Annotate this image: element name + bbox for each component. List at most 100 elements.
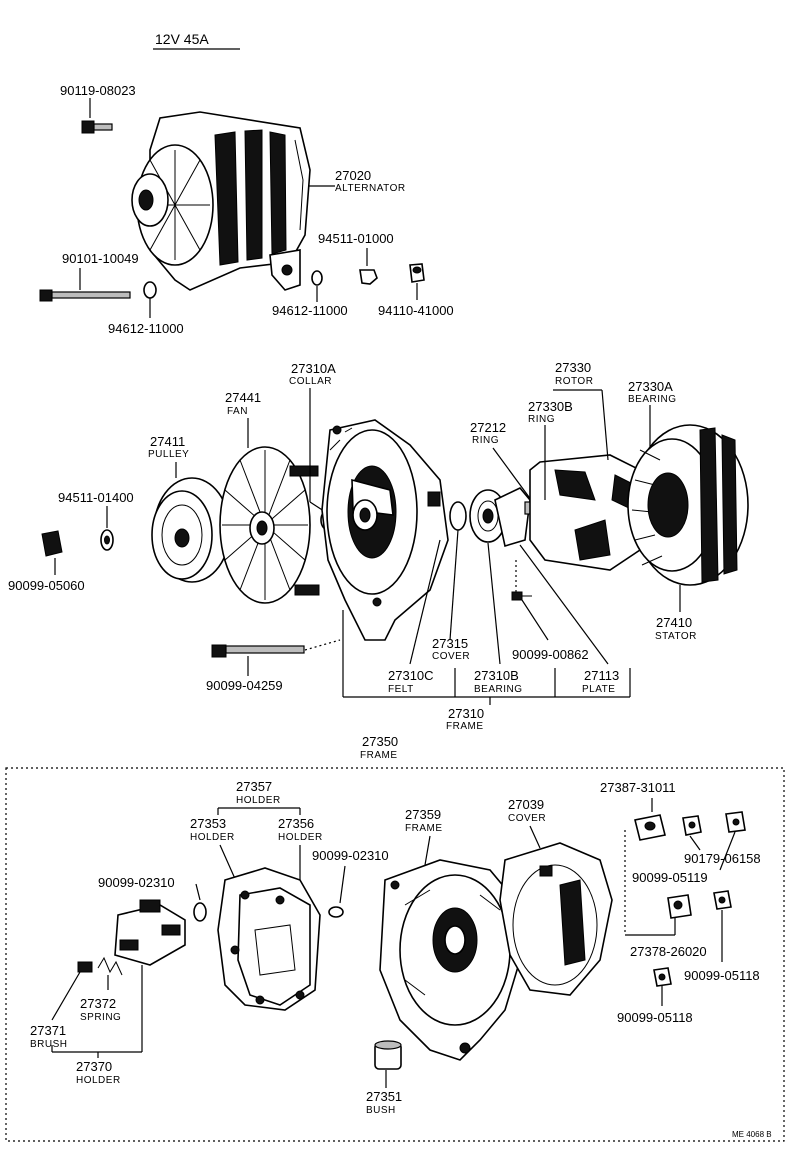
- leader-90099-00862: [521, 599, 549, 641]
- part-name-holder-27353: HOLDER: [190, 832, 235, 843]
- spring-drawing: [97, 956, 123, 976]
- fan-drawing: [219, 446, 320, 604]
- nut-90099-05119-drawing: [725, 811, 746, 833]
- washer-94612-left-drawing: [143, 281, 157, 299]
- part-name-frame-27310: FRAME: [446, 721, 484, 732]
- nut-94511-01000-drawing: [359, 269, 378, 285]
- part-number-27315: 27315: [432, 636, 468, 651]
- part-name-ring-27330B: RING: [528, 414, 555, 425]
- part-number-27330: 27330: [555, 360, 591, 375]
- part-name-collar: COLLAR: [289, 376, 332, 387]
- leader-27039: [529, 825, 541, 849]
- part-name-holder-27357: HOLDER: [236, 795, 281, 806]
- part-name-frame-27359: FRAME: [405, 823, 443, 834]
- frame-27350-group-box: [5, 767, 785, 1142]
- rear-frame-drawing: [379, 859, 521, 1061]
- part-number-27378-26020: 27378-26020: [630, 944, 707, 959]
- part-name-bush: BUSH: [366, 1105, 396, 1116]
- part-number-27353: 27353: [190, 816, 226, 831]
- part-number-27310A: 27310A: [291, 361, 336, 376]
- through-bolt-alignment: [304, 639, 341, 651]
- part-name-frame-27350: FRAME: [360, 750, 398, 761]
- part-number-90099-05118-right: 90099-05118: [684, 968, 760, 983]
- part-name-holder-27356: HOLDER: [278, 832, 323, 843]
- leader-90099-05119: [719, 831, 736, 871]
- part-name-stator: STATOR: [655, 631, 697, 642]
- part-name-bearing-27310B: BEARING: [474, 684, 523, 695]
- brush-drawing: [77, 961, 93, 973]
- nut-90099-05118-right-drawing: [713, 890, 732, 910]
- part-name-felt: FELT: [388, 684, 414, 695]
- insulator-27378-drawing: [667, 894, 692, 919]
- part-number-27410: 27410: [656, 615, 692, 630]
- through-bolt-drawing: [211, 644, 305, 658]
- part-number-94511-01000: 94511-01000: [318, 231, 394, 246]
- part-name-rotor: ROTOR: [555, 376, 593, 387]
- part-number-27330B: 27330B: [528, 399, 573, 414]
- rear-cover-drawing: [499, 842, 613, 996]
- nut-90099-05060-drawing: [41, 530, 63, 557]
- part-number-90099-02310-left: 90099-02310: [98, 875, 175, 890]
- part-number-90099-05118-bottom: 90099-05118: [617, 1010, 693, 1025]
- part-number-27356: 27356: [278, 816, 314, 831]
- part-number-90099-04259: 90099-04259: [206, 678, 283, 693]
- felt-drawing: [449, 501, 467, 531]
- nut-90099-05118-bottom-drawing: [653, 967, 672, 987]
- leader-27310B: [487, 542, 501, 665]
- part-number-27113: 27113: [584, 668, 619, 683]
- washer-94612-right-drawing: [311, 270, 323, 286]
- part-number-94110-41000: 94110-41000: [378, 303, 454, 318]
- part-number-27371: 27371: [30, 1023, 66, 1038]
- part-name-plate: PLATE: [582, 684, 615, 695]
- part-number-27039: 27039: [508, 797, 544, 812]
- part-name-spring: SPRING: [80, 1012, 121, 1023]
- part-number-27330A: 27330A: [628, 379, 673, 394]
- leader-90099-02310-left: [195, 883, 201, 901]
- part-number-94511-01400: 94511-01400: [58, 490, 134, 505]
- part-number-27310: 27310: [448, 706, 484, 721]
- part-number-27370: 27370: [76, 1059, 112, 1074]
- leader-90179: [689, 835, 701, 851]
- part-number-90101-10049: 90101-10049: [62, 251, 139, 266]
- bush-drawing: [374, 1040, 402, 1070]
- document-code: ME 4068 B: [732, 1130, 772, 1139]
- leader-27315: [449, 529, 459, 641]
- leader-27371: [51, 971, 81, 1021]
- part-number-27359: 27359: [405, 807, 441, 822]
- screw-90099-00862-drawing: [511, 591, 532, 601]
- part-name-holder-27370: HOLDER: [76, 1075, 121, 1086]
- part-number-90099-05119: 90099-05119: [632, 870, 708, 885]
- brush-holder-drawing: [114, 899, 186, 966]
- leader-90099-02310-mid: [339, 865, 346, 904]
- stator-drawing: [627, 424, 749, 586]
- leader-27113: [519, 544, 609, 665]
- part-number-27310C: 27310C: [388, 668, 434, 683]
- part-number-27411: 27411: [150, 434, 185, 449]
- part-number-90099-05060: 90099-05060: [8, 578, 85, 593]
- holder-plates-drawing: [217, 867, 321, 1011]
- part-number-90099-00862: 90099-00862: [512, 647, 589, 662]
- part-number-27372: 27372: [80, 996, 116, 1011]
- part-number-27387-31011: 27387-31011: [600, 780, 676, 795]
- part-number-27357: 27357: [236, 779, 272, 794]
- frame-27310-bracket: [342, 610, 631, 705]
- bolt-90101-10049-drawing: [39, 289, 131, 302]
- part-name-cover-27039: COVER: [508, 813, 546, 824]
- washer-90099-02310-mid-drawing: [328, 906, 344, 918]
- part-name-brush: BRUSH: [30, 1039, 68, 1050]
- drive-end-frame-drawing: [321, 419, 449, 641]
- alternator-drawing: [131, 111, 311, 291]
- part-number-27310B: 27310B: [474, 668, 519, 683]
- plate-drawing: [494, 487, 531, 548]
- part-number-94612-11000-right: 94612-11000: [272, 303, 348, 318]
- part-number-27350: 27350: [362, 734, 398, 749]
- leader-27359: [424, 835, 431, 866]
- leader-27310C: [409, 539, 441, 665]
- part-name-bearing-27330A: BEARING: [628, 394, 677, 405]
- part-name-pulley: PULLEY: [148, 449, 189, 460]
- part-number-90099-02310-mid: 90099-02310: [312, 848, 389, 863]
- part-name-cover-27315: COVER: [432, 651, 470, 662]
- part-number-27441: 27441: [225, 390, 261, 405]
- bracket-27370: [51, 965, 143, 1058]
- nut-90179-06158-drawing: [682, 815, 702, 836]
